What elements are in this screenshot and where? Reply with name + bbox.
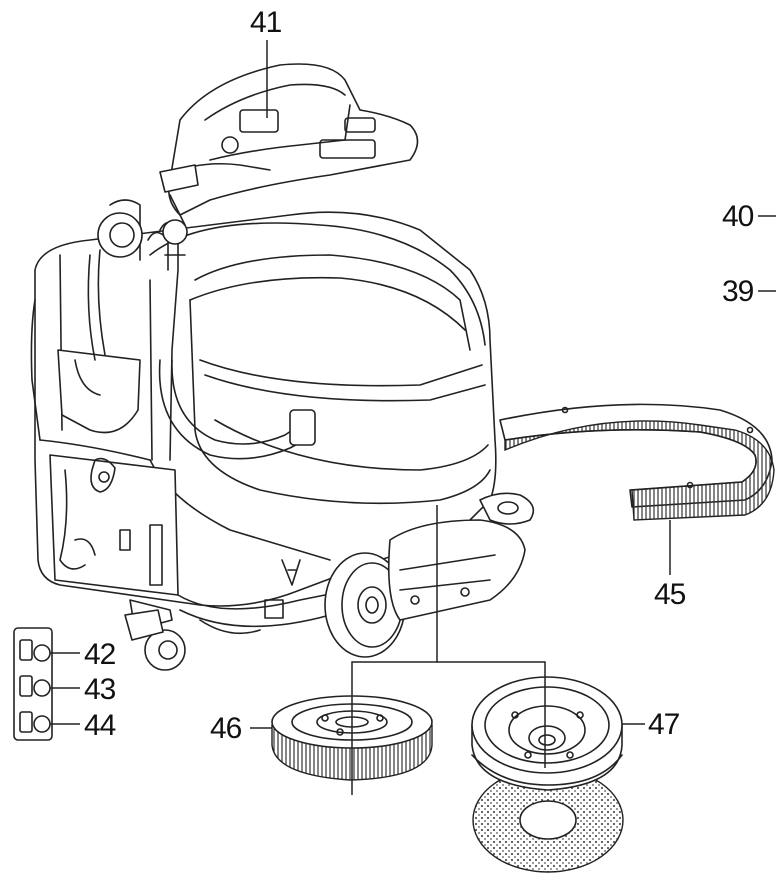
callout-40: 40 <box>722 200 754 233</box>
callout-43: 43 <box>84 673 116 706</box>
callout-46: 46 <box>210 712 242 745</box>
callout-39: 39 <box>722 275 754 308</box>
switch-panel <box>13 627 53 741</box>
callout-45: 45 <box>654 578 686 611</box>
pad-driver <box>471 676 624 873</box>
callout-42: 42 <box>84 638 116 671</box>
splash-skirt-brush <box>499 403 775 521</box>
handle-console-assembly <box>87 63 419 361</box>
leader-lines <box>50 40 776 795</box>
callout-47: 47 <box>648 708 680 741</box>
scrubber-machine-body <box>30 211 535 671</box>
callout-41: 41 <box>250 6 282 39</box>
callout-44: 44 <box>84 709 116 742</box>
